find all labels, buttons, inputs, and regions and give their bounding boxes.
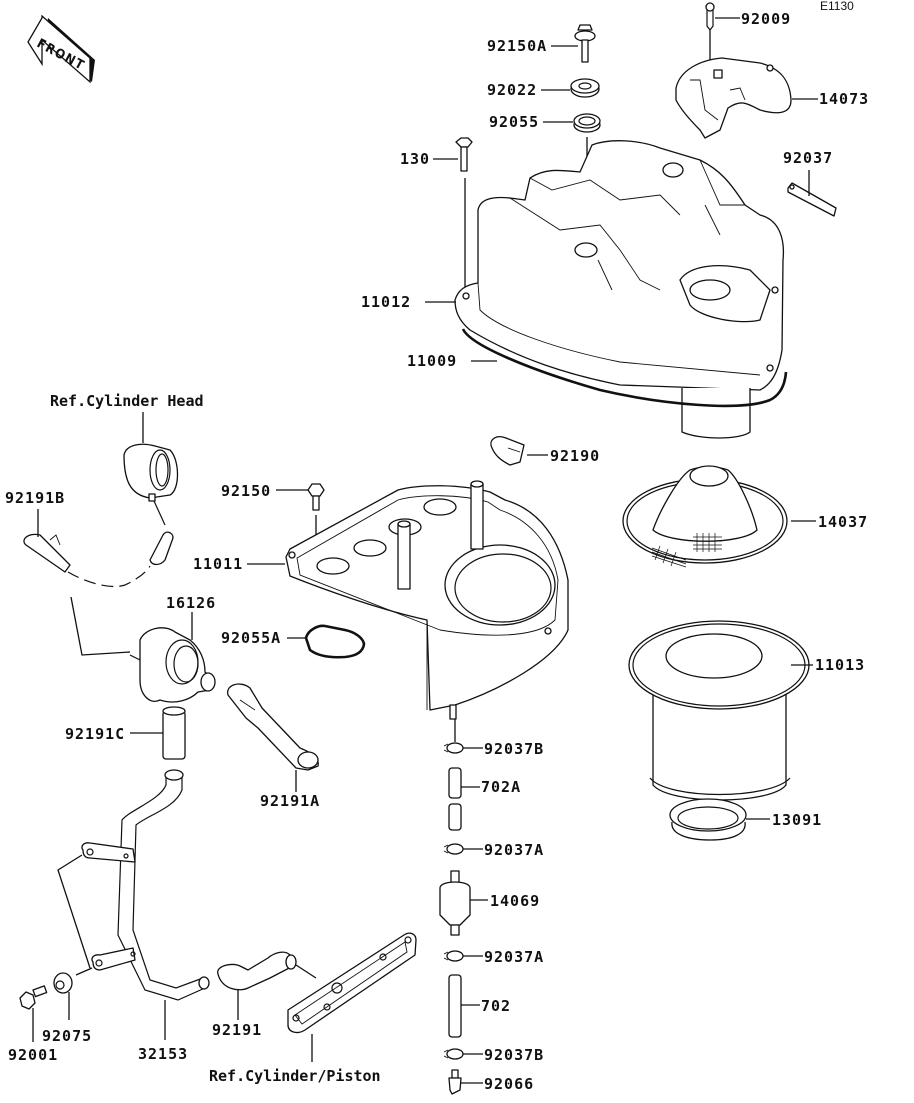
part-702[interactable]: [448, 974, 480, 1038]
part-92001[interactable]: [19, 985, 48, 1042]
label-14037[interactable]: 14037: [818, 513, 868, 531]
part-92190[interactable]: [490, 436, 548, 466]
part-92150A[interactable]: [551, 24, 596, 63]
part-32153[interactable]: [57, 769, 210, 1040]
part-11011[interactable]: [247, 480, 569, 720]
label-11009[interactable]: 11009: [407, 352, 457, 370]
label-11012[interactable]: 11012: [361, 293, 411, 311]
front-arrow-icon: FRONT: [27, 14, 95, 84]
part-130[interactable]: [433, 137, 473, 298]
part-11009[interactable]: [461, 328, 788, 408]
label-14069[interactable]: 14069: [490, 892, 540, 910]
part-92022[interactable]: [541, 78, 600, 98]
part-92037A-upper[interactable]: [443, 843, 483, 855]
part-92066[interactable]: [448, 1069, 483, 1095]
label-92001[interactable]: 92001: [8, 1046, 58, 1064]
label-92075[interactable]: 92075: [42, 1027, 92, 1045]
part-92191[interactable]: [217, 951, 297, 1020]
label-32153[interactable]: 32153: [138, 1045, 188, 1063]
part-92055A[interactable]: [287, 624, 366, 659]
part-92037B-lower[interactable]: [443, 1048, 483, 1060]
part-11013[interactable]: [628, 620, 813, 801]
label-92150A[interactable]: 92150A: [487, 37, 547, 55]
label-92055[interactable]: 92055: [489, 113, 539, 131]
label-92037B-upper[interactable]: 92037B: [484, 740, 544, 758]
label-92055A[interactable]: 92055A: [221, 629, 281, 647]
part-14037[interactable]: [622, 465, 816, 568]
part-92037A-lower[interactable]: [443, 950, 483, 962]
label-92037B-lower[interactable]: 92037B: [484, 1046, 544, 1064]
part-14069[interactable]: [439, 870, 488, 936]
part-92191B[interactable]: [23, 509, 151, 588]
label-92150[interactable]: 92150: [221, 482, 271, 500]
label-92191B[interactable]: 92191B: [5, 489, 65, 507]
ref-cylinder-head: Ref.Cylinder Head: [50, 392, 204, 410]
part-92191A[interactable]: [227, 683, 319, 792]
label-92191A[interactable]: 92191A: [260, 792, 320, 810]
label-92066[interactable]: 92066: [484, 1075, 534, 1093]
label-92191[interactable]: 92191: [212, 1021, 262, 1039]
label-130[interactable]: 130: [400, 150, 430, 168]
label-16126[interactable]: 16126: [166, 594, 216, 612]
label-92037[interactable]: 92037: [783, 149, 833, 167]
part-cylinder-piston-plate: [287, 932, 417, 1062]
label-92190[interactable]: 92190: [550, 447, 600, 465]
part-92150[interactable]: [276, 483, 325, 555]
part-92037[interactable]: [787, 170, 837, 217]
part-13091[interactable]: [669, 798, 770, 841]
label-11011[interactable]: 11011: [193, 555, 243, 573]
label-702[interactable]: 702: [481, 997, 511, 1015]
part-92191C[interactable]: [130, 706, 186, 760]
label-14073[interactable]: 14073: [819, 90, 869, 108]
mesh-pattern: [651, 533, 722, 568]
diagram-code: E1130: [820, 0, 854, 13]
label-702A[interactable]: 702A: [481, 778, 521, 796]
label-11013[interactable]: 11013: [815, 656, 865, 674]
label-92037A-lower[interactable]: 92037A: [484, 948, 544, 966]
label-92009[interactable]: 92009: [741, 10, 791, 28]
part-702A[interactable]: [448, 767, 480, 831]
part-14073[interactable]: [675, 57, 818, 139]
part-cylinder-head-fitting: [123, 443, 179, 566]
part-11012[interactable]: [425, 140, 785, 439]
part-92075[interactable]: [53, 972, 73, 1020]
label-92191C[interactable]: 92191C: [65, 725, 125, 743]
label-13091[interactable]: 13091: [772, 811, 822, 829]
label-92037A-upper[interactable]: 92037A: [484, 841, 544, 859]
label-92022[interactable]: 92022: [487, 81, 537, 99]
ref-cylinder-piston: Ref.Cylinder/Piston: [209, 1067, 381, 1085]
part-16126[interactable]: [70, 596, 216, 703]
part-92037B-upper[interactable]: [443, 742, 483, 754]
